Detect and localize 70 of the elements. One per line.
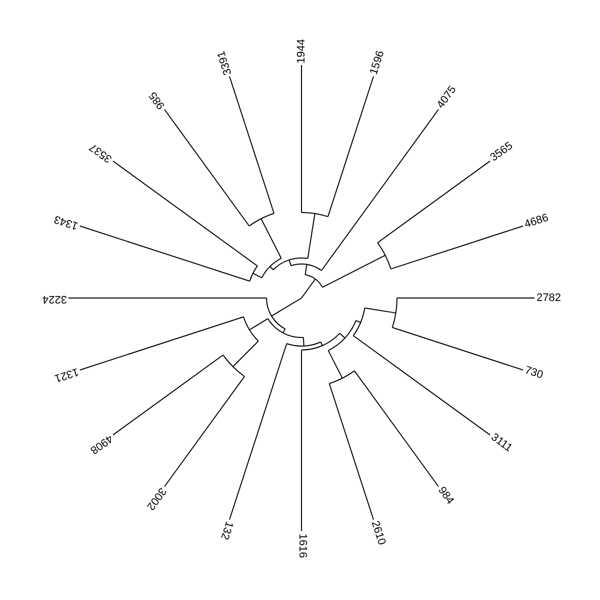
leaf-label: 2610 (368, 520, 387, 546)
junction-arc (328, 370, 355, 384)
junction-arc (266, 298, 286, 330)
leaf-label: 1343 (53, 212, 80, 231)
branch-line (304, 264, 308, 276)
junction-arc (301, 332, 340, 350)
leaf-label: 1944 (296, 38, 307, 63)
junction-arc (290, 264, 322, 271)
leaf-label: 3391 (216, 50, 234, 76)
junction-arc (286, 341, 322, 346)
leaf-label: 1596 (368, 50, 387, 76)
branch-line (320, 109, 439, 271)
branch-line (271, 278, 316, 317)
branch-line (79, 226, 250, 282)
branch-line (364, 308, 396, 314)
leaf-label: 3537 (88, 141, 115, 164)
branch-line (354, 370, 439, 487)
leaf-label: 132 (218, 520, 234, 541)
branch-line (288, 259, 292, 266)
branch-line (229, 76, 274, 214)
branch-line (356, 320, 362, 323)
branch-line (164, 109, 250, 226)
junction-arc (304, 274, 323, 288)
leaf-label: 3224 (42, 292, 66, 304)
branch-line (164, 376, 245, 487)
branch-line (249, 318, 268, 330)
branch-line (301, 64, 302, 213)
branch-line (327, 76, 374, 218)
junction-arc (243, 316, 259, 342)
junction-arc (272, 258, 308, 270)
leaf-label: 1321 (53, 365, 80, 384)
branch-line (320, 341, 323, 346)
junction-arc (267, 318, 304, 338)
branch-line (322, 254, 386, 288)
branch-line (270, 266, 274, 270)
junction-arc (328, 320, 356, 352)
branch-line (229, 343, 288, 520)
branch-line (260, 218, 282, 259)
branch-line (392, 327, 524, 370)
branch-line (339, 332, 346, 339)
branch-line (390, 226, 524, 270)
leaf-label: 1616 (296, 533, 307, 558)
branch-line (307, 213, 316, 259)
junction-arc (249, 265, 258, 282)
branch-line (112, 354, 224, 436)
junction-arc (352, 308, 366, 336)
branch-line (301, 350, 302, 532)
branch-line (232, 340, 259, 368)
branch-line (328, 350, 343, 379)
junction-arc (261, 258, 282, 278)
leaf-label: 4686 (523, 212, 550, 231)
leaf-label: 4908 (88, 432, 115, 455)
leaf-label: 985 (148, 90, 168, 112)
branch-line (282, 328, 286, 334)
leaf-label: 984 (435, 484, 455, 506)
branch-line (377, 160, 490, 244)
branch-line (328, 383, 374, 520)
branch-line (79, 316, 244, 370)
junction-arc (301, 212, 328, 218)
branch-line (252, 272, 262, 278)
branch-line (112, 160, 258, 266)
junction-arc (377, 242, 392, 270)
branch-line (352, 335, 490, 436)
leaf-label: 730 (523, 365, 544, 382)
branch-line (302, 336, 304, 346)
junction-arc (392, 298, 398, 328)
leaf-label: 3111 (488, 432, 514, 454)
leaf-label: 2782 (536, 292, 561, 304)
junction-arc (222, 354, 245, 377)
junction-arc (248, 212, 274, 226)
